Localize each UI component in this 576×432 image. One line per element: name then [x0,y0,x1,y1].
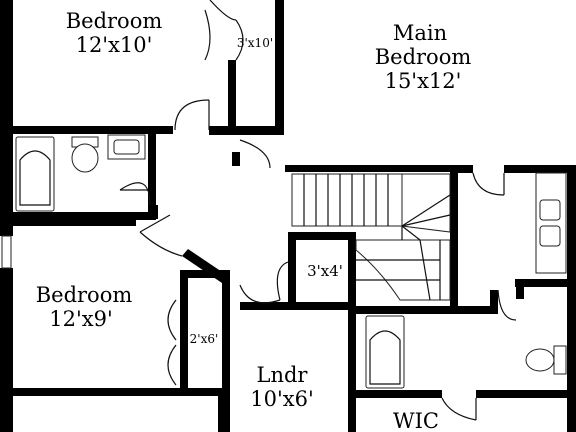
bathtub-right [365,315,405,389]
bedroom-top-size: 12'x10' [76,33,153,57]
bathtub-right-basin [369,330,401,385]
main-bedroom-name-line2: Bedroom [375,45,472,69]
toilet-bowl-left [71,143,99,173]
laundry-size: 10'x6' [250,387,313,411]
fixtures [15,134,567,389]
doors [1,0,517,421]
window-left [1,235,12,269]
bedroom-left-name: Bedroom [36,283,133,307]
sink-basin-left [113,139,140,155]
top-closet-size: 3'x10' [237,36,273,50]
wic-name: WIC [393,409,439,432]
toilet-bowl-right [525,348,555,372]
staircase [291,173,451,301]
center-closet-size: 3'x4' [307,262,343,280]
main-bedroom-size: 15'x12' [385,69,462,93]
main-bedroom-name-line1: Main [393,21,447,45]
bathtub-left [15,136,55,212]
bedroom-top-name: Bedroom [66,9,163,33]
sink-basin-right-1 [539,199,561,221]
double-vanity [535,172,567,274]
toilet-tank-right [553,345,567,375]
bathtub-left-basin [19,150,51,206]
laundry-name: Lndr [257,363,309,387]
room-labels: Bedroom 12'x10' Main Bedroom 15'x12' Bed… [36,9,472,432]
sink-basin-right-2 [539,225,561,247]
left-closet-size: 2'x6' [190,332,219,346]
bedroom-left-size: 12'x9' [49,307,112,331]
